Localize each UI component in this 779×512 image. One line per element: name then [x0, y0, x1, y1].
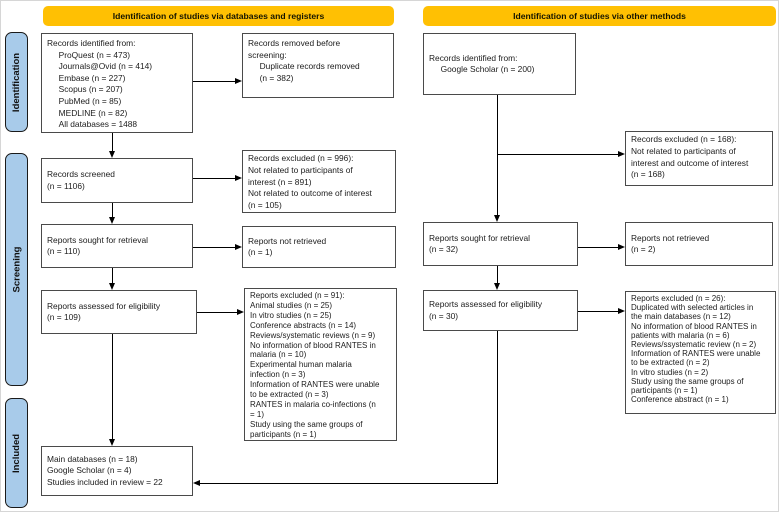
arrowhead-screened-to-sought: [108, 217, 115, 224]
arrowhead-sought-to-assessed: [108, 283, 115, 290]
line-other-sought-to-notretrieved: [578, 247, 618, 248]
line-assessed-to-included: [112, 334, 113, 439]
line-other-sought-to-assessed: [497, 266, 498, 283]
box-other-reports-sought-32: Reports sought for retrieval (n = 32): [423, 222, 578, 266]
arrowhead-identified-to-removed: [235, 77, 242, 84]
arrowhead-identified-to-screened: [108, 151, 115, 158]
ribbon-screening: Screening: [5, 153, 28, 386]
arrowhead-other-sought-to-assessed: [493, 283, 500, 290]
arrowhead-other-identified-to-sought: [493, 215, 500, 222]
box-records-identified-other: Records identified from: Google Scholar …: [423, 33, 576, 95]
line-other-assessed-down: [497, 331, 498, 483]
line-other-assessed-to-included: [200, 483, 498, 484]
line-sought-to-notretrieved: [193, 247, 235, 248]
line-other-identified-to-sought: [497, 95, 498, 215]
arrowhead-assessed-to-excluded91: [237, 308, 244, 315]
ribbon-identification: Identification: [5, 32, 28, 132]
header-other-methods: Identification of studies via other meth…: [423, 6, 776, 26]
ribbon-identification-label: Identification: [11, 52, 22, 112]
arrowhead-other-assessed-to-included: [193, 479, 200, 486]
box-records-screened: Records screened (n = 1106): [41, 158, 193, 203]
arrowhead-other-sought-to-notretrieved: [618, 243, 625, 250]
box-reports-sought-110: Reports sought for retrieval (n = 110): [41, 224, 193, 268]
box-reports-excluded-91: Reports excluded (n = 91): Animal studie…: [244, 288, 397, 441]
arrowhead-screened-to-excluded: [235, 174, 242, 181]
line-sought-to-assessed: [112, 268, 113, 283]
arrowhead-sought-to-notretrieved: [235, 243, 242, 250]
header-databases-registers: Identification of studies via databases …: [43, 6, 394, 26]
box-other-reports-excluded-26: Reports excluded (n = 26): Duplicated wi…: [625, 291, 776, 414]
ribbon-screening-label: Screening: [11, 246, 22, 293]
ribbon-included: Included: [5, 398, 28, 508]
box-other-records-excluded-168: Records excluded (n = 168): Not related …: [625, 131, 773, 186]
box-studies-included: Main databases (n = 18) Google Scholar (…: [41, 446, 193, 496]
ribbon-included-label: Included: [11, 433, 22, 473]
box-records-excluded-996: Records excluded (n = 996): Not related …: [242, 150, 396, 213]
line-identified-to-screened: [112, 133, 113, 151]
arrowhead-other-branch-to-excluded168: [618, 150, 625, 157]
box-records-identified-databases: Records identified from: ProQuest (n = 4…: [41, 33, 193, 133]
line-screened-to-sought: [112, 203, 113, 217]
line-other-assessed-to-excluded26: [578, 311, 618, 312]
box-records-removed-before-screening: Records removed before screening: Duplic…: [242, 33, 394, 98]
line-assessed-to-excluded91: [197, 312, 237, 313]
line-other-branch-to-excluded168: [497, 154, 618, 155]
line-identified-to-removed: [193, 81, 235, 82]
box-other-reports-assessed-30: Reports assessed for eligibility (n = 30…: [423, 290, 578, 331]
arrowhead-other-assessed-to-excluded26: [618, 307, 625, 314]
box-other-reports-not-retrieved-2: Reports not retrieved (n = 2): [625, 222, 773, 266]
arrowhead-assessed-to-included: [108, 439, 115, 446]
box-reports-not-retrieved-1: Reports not retrieved (n = 1): [242, 226, 396, 268]
box-reports-assessed-109: Reports assessed for eligibility (n = 10…: [41, 290, 197, 334]
line-screened-to-excluded: [193, 178, 235, 179]
